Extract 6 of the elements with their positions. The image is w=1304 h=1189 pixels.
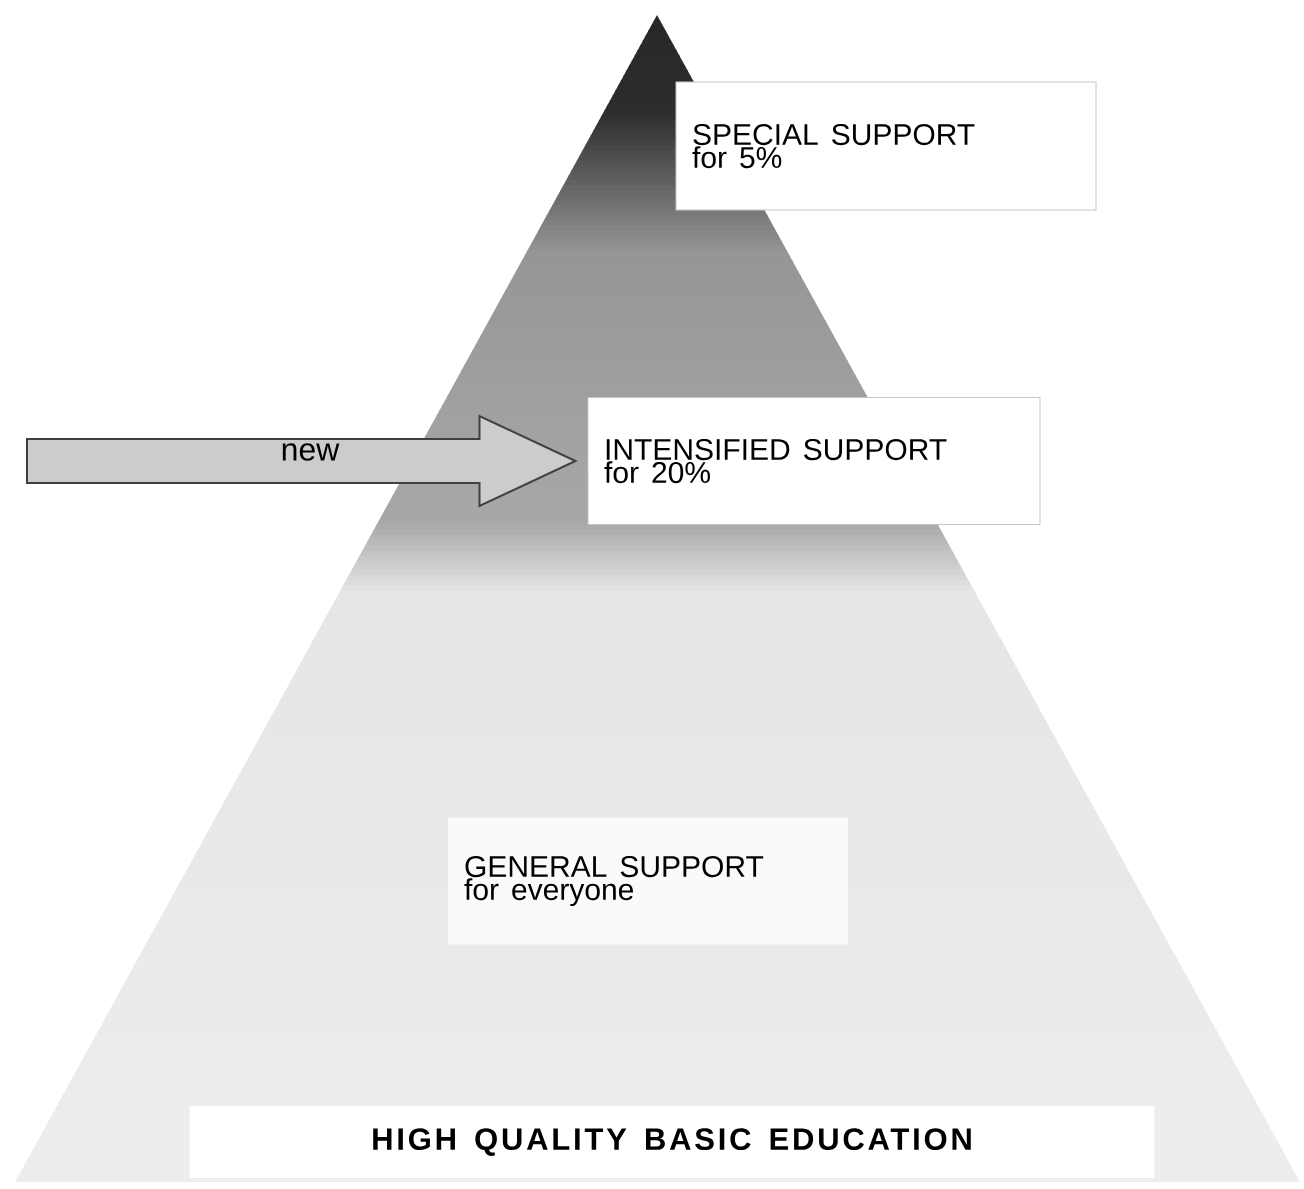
block-arrow bbox=[26, 414, 578, 508]
support-level-box: GENERAL SUPPORT for everyone bbox=[448, 817, 848, 945]
base-label-box: HIGH QUALITY BASIC EDUCATION bbox=[189, 1106, 1155, 1178]
support-level-box: SPECIAL SUPPORT for 5% bbox=[675, 81, 1097, 211]
edge-label: new bbox=[282, 443, 340, 461]
support-level-box: INTENSIFIED SUPPORT for 20% bbox=[587, 397, 1041, 525]
